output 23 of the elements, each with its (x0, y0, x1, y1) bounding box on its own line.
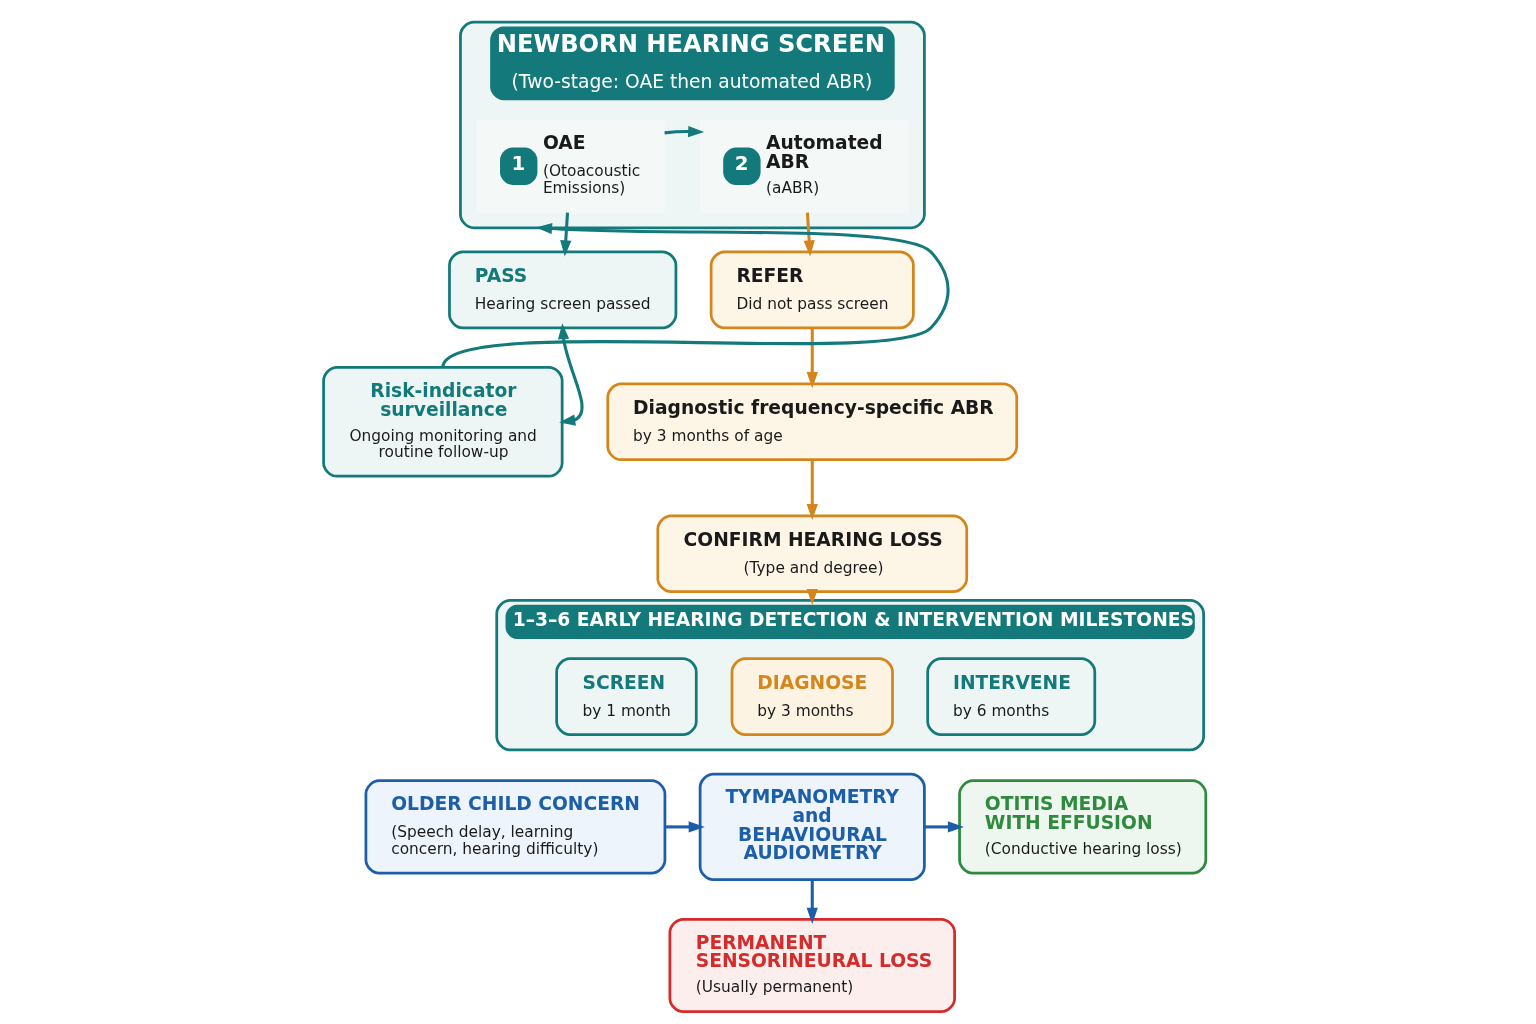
arrow (665, 820, 705, 833)
arrow (806, 327, 818, 388)
arrow (803, 211, 815, 256)
node-box: SCREEN by 1 month (555, 656, 698, 736)
node-box: Diagnostic frequency-specific ABR by 3 months of age (606, 382, 1019, 461)
node-box: 1 OAE (Otoacoustic Emissions) (476, 119, 665, 212)
node-box: REFER Did not pass screen (709, 250, 915, 329)
arrow (557, 322, 584, 426)
arrow (924, 820, 964, 833)
node-box: TYMPANOMETRY and BEHAVIOURAL AUDIOMETRY (698, 772, 926, 881)
node-box: INTERVENE by 6 months (926, 656, 1097, 736)
node-box: DIAGNOSE by 3 months (730, 656, 894, 736)
arrow (806, 459, 818, 520)
node-box: PERMANENT SENSORINEURAL LOSS (Usually permanent) (668, 917, 956, 1013)
node-box: Risk-indicator surveillance Ongoing monitoring and routine follow-up (322, 365, 564, 478)
arrow (560, 211, 572, 256)
arrow (806, 879, 818, 924)
node-box: 2 Automated ABR (aABR) (700, 119, 909, 212)
node-box: OLDER CHILD CONCERN (Speech delay, learning concern, hearing difficulty) (364, 778, 667, 874)
node-box: PASS Hearing screen passed (448, 250, 678, 329)
arrow (441, 222, 950, 368)
node-box: OTITIS MEDIA WITH EFFUSION (Conductive hearing loss) (958, 778, 1208, 874)
arrow (664, 125, 705, 137)
